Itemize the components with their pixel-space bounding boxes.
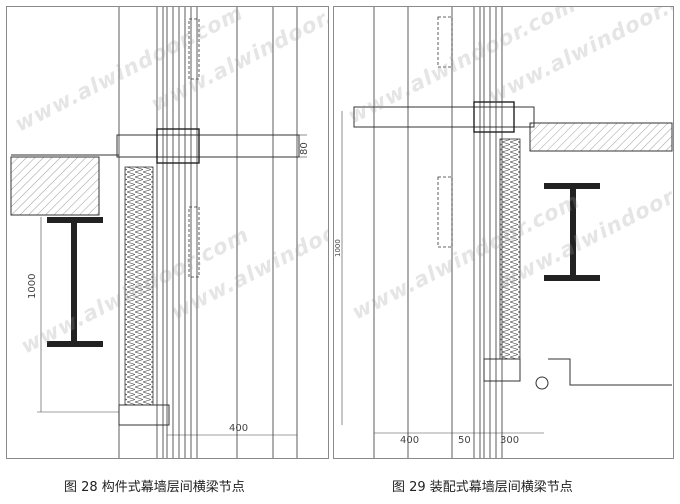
dim-400-right: 400 bbox=[400, 435, 420, 446]
transom-beam bbox=[116, 134, 300, 158]
dim-1000-small: 1000 bbox=[334, 239, 342, 257]
concrete-slab bbox=[529, 122, 673, 152]
steel-i-beam bbox=[47, 217, 103, 347]
steel-i-beam bbox=[544, 183, 600, 281]
dim-80: 80 bbox=[299, 142, 310, 155]
figure-29-drawing bbox=[341, 7, 673, 458]
dim-400-left: 400 bbox=[229, 423, 249, 434]
insulation-layer bbox=[124, 166, 154, 406]
figure-28-drawing bbox=[10, 7, 307, 458]
mullion-lines bbox=[118, 7, 298, 458]
insulation-layer bbox=[499, 138, 521, 360]
figure-28-caption: 图 28 构件式幕墙层间横梁节点 bbox=[64, 480, 245, 495]
figure-28-panel: 80 1000 400 www.alwindoor.com www.alwind… bbox=[6, 6, 329, 459]
figure-29-panel: 1000 400 50 300 www.alwindoor.com www.al… bbox=[333, 6, 674, 459]
dim-1000-left: 1000 bbox=[27, 273, 38, 299]
concrete-slab bbox=[10, 156, 100, 216]
transom-beam bbox=[353, 106, 535, 128]
figure-29-caption: 图 29 装配式幕墙层间横梁节点 bbox=[392, 480, 573, 495]
dim-50-right: 50 bbox=[458, 435, 471, 446]
dim-300-right: 300 bbox=[500, 435, 520, 446]
